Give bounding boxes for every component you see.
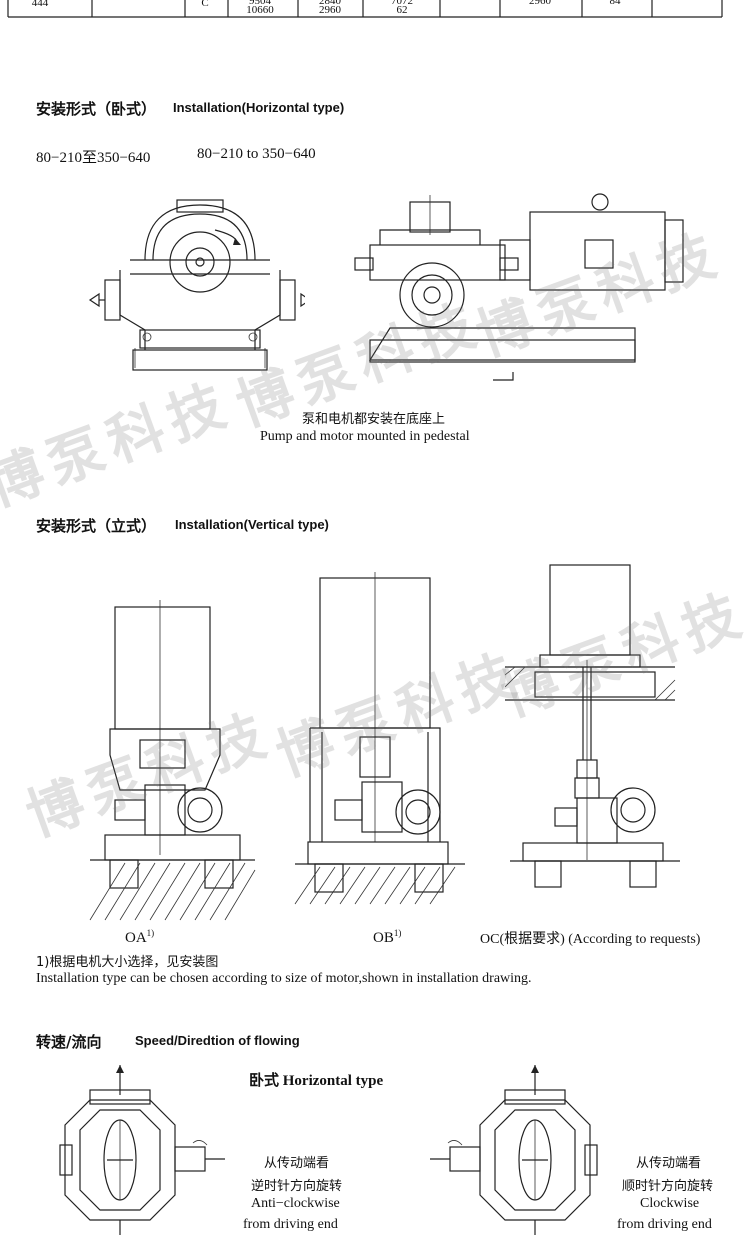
- label-oc: OC(根据要求) (According to requests): [480, 928, 700, 948]
- vertical-oc-drawing: [505, 564, 680, 888]
- table-cell: 10660: [246, 4, 274, 16]
- top-table-lines: [7, 0, 723, 18]
- label-oa-sup: 1): [146, 928, 155, 938]
- right-line4: from driving end: [617, 1217, 712, 1232]
- horizontal-caption-cn: 泵和电机都安装在底座上: [302, 412, 446, 427]
- label-oa: OA1): [125, 928, 154, 947]
- left-line3: Anti−clockwise: [251, 1196, 340, 1211]
- table-cell: 2960: [529, 0, 551, 7]
- watermark: 博泵科技: [0, 370, 242, 520]
- speed-title-en: Speed/Diredtion of flowing: [135, 1033, 300, 1048]
- horizontal-range-en: 80−210 to 350−640: [197, 146, 316, 162]
- horizontal-title-cn: 安装形式（卧式）: [36, 100, 157, 118]
- table-cell: 62: [396, 4, 408, 16]
- label-ob: OB1): [373, 928, 401, 947]
- vertical-note-en: Installation type can be chosen accordin…: [36, 971, 532, 986]
- right-line1: 从传动端看: [636, 1156, 702, 1171]
- vertical-ob-drawing: [294, 572, 465, 905]
- label-ob-sup: 1): [393, 928, 402, 938]
- rotor-anticlockwise-drawing: [59, 1065, 225, 1235]
- horizontal-range-cn: 80−210至350−640: [36, 150, 151, 166]
- horizontal-title-en: Installation(Horizontal type): [173, 100, 345, 115]
- speed-title-cn: 转速/流向: [36, 1033, 102, 1051]
- left-line4: from driving end: [243, 1217, 338, 1232]
- table-cell: C: [201, 0, 209, 9]
- horizontal-pump-end-view: [88, 199, 305, 371]
- label-oc-text: OC(根据要求) (According to requests): [480, 932, 701, 947]
- right-line2: 顺时针方向旋转: [622, 1179, 714, 1194]
- left-line2: 逆时针方向旋转: [251, 1179, 343, 1194]
- vertical-oa-drawing: [89, 600, 256, 921]
- horizontal-pump-motor-view: [354, 193, 684, 381]
- table-cell: 9504: [249, 0, 271, 7]
- left-line1: 从传动端看: [264, 1156, 330, 1171]
- vertical-title-cn: 安装形式（立式）: [36, 517, 157, 535]
- rotor-clockwise-drawing: [430, 1065, 598, 1235]
- horizontal-caption-en: Pump and motor mounted in pedestal: [260, 429, 470, 444]
- speed-subtitle: 卧式 Horizontal type: [249, 1073, 384, 1089]
- vertical-title-en: Installation(Vertical type): [175, 517, 329, 532]
- table-cell: 444: [31, 0, 49, 9]
- table-cell: 84: [609, 0, 621, 7]
- table-cell: 2960: [319, 4, 341, 16]
- right-line3: Clockwise: [640, 1196, 700, 1211]
- table-cell: 2840: [319, 0, 341, 7]
- vertical-note-cn: 1)根据电机大小选择，见安装图: [36, 955, 219, 970]
- label-ob-text: OB: [373, 930, 394, 946]
- label-oa-text: OA: [125, 930, 147, 946]
- table-cell: 7072: [391, 0, 413, 7]
